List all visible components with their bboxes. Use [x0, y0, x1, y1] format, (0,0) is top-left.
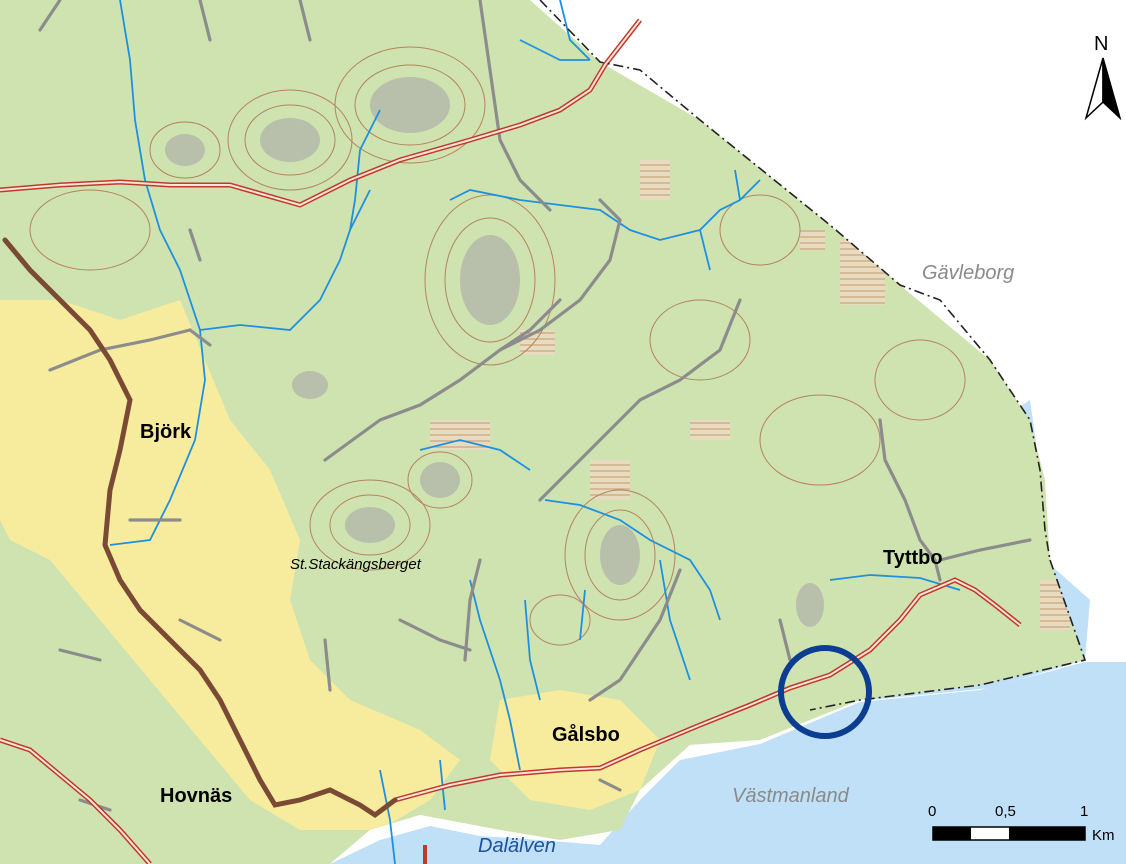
label-hovnas: Hovnäs: [160, 785, 232, 807]
scale-tick-0: 0: [928, 803, 936, 820]
label-stackangsberget: St.Stackängsberget: [290, 556, 422, 573]
county-boundary: [539, 0, 1087, 711]
north-label: N: [1094, 33, 1108, 55]
label-galsbo: Gålsbo: [552, 723, 620, 746]
label-bjork: Björk: [140, 421, 192, 443]
scale-tick-half: 0,5: [995, 803, 1016, 820]
scale-bar: 0 0,5 1 Km: [928, 803, 1115, 844]
rock-patches: [165, 77, 824, 627]
open-land-west: [0, 300, 460, 830]
scale-tick-1: 1: [1080, 803, 1088, 820]
location-circle-icon[interactable]: [778, 645, 872, 739]
open-land-galsbo: [490, 690, 660, 810]
scale-unit: Km: [1092, 827, 1115, 844]
label-dalalven: Dalälven: [478, 835, 556, 857]
contour-lines: [29, 46, 966, 646]
north-arrow-icon: N: [1084, 33, 1122, 121]
major-road: [2, 237, 398, 819]
main-roads: [0, 18, 1022, 864]
label-tyttbo: Tyttbo: [883, 547, 943, 569]
river-south: [330, 662, 1126, 864]
label-region-vastmanland: Västmanland: [732, 785, 850, 807]
label-region-gavleborg: Gävleborg: [922, 262, 1014, 284]
